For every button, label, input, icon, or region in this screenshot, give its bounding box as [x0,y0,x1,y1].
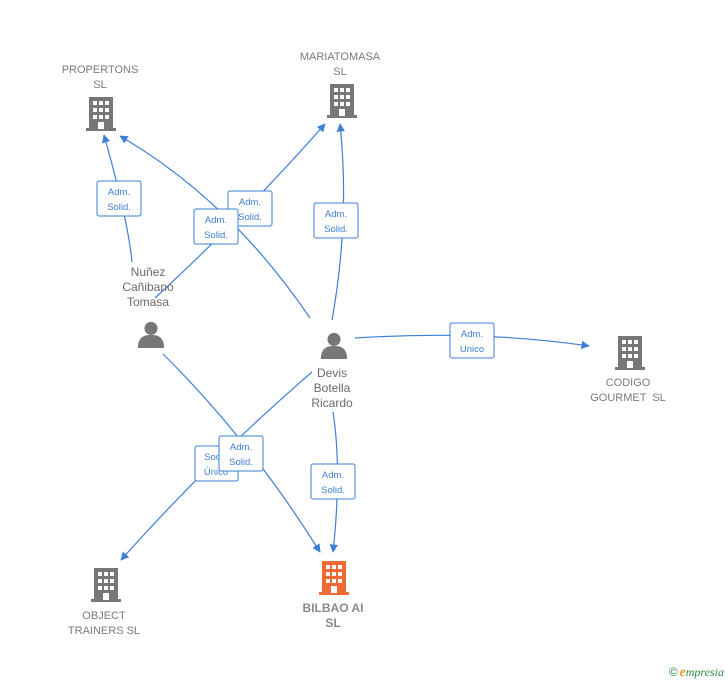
svg-text:Solid.: Solid. [107,202,131,213]
svg-text:SL: SL [93,79,106,91]
svg-text:Adm.: Adm. [108,187,130,198]
svg-text:BILBAO AI: BILBAO AI [303,601,364,615]
tag-nunez-bilbao[interactable]: Adm. Solid. [218,435,264,472]
building-icon [327,84,357,118]
company-object-trainers[interactable]: OBJECT TRAINERS SL [68,568,140,637]
company-codigo-gourmet[interactable]: CODIGO GOURMET SL [590,336,666,404]
svg-text:SL: SL [325,616,340,630]
tag-devis-bilbao[interactable]: Adm. Solid. [310,463,356,500]
person-nunez[interactable]: Nuñez Cañibano Tomasa [122,265,174,348]
person-icon [320,332,348,359]
svg-text:CODIGO: CODIGO [606,377,651,389]
svg-text:Ricardo: Ricardo [311,396,353,410]
building-icon [615,336,645,370]
person-icon [137,321,165,348]
company-bilbao-ai[interactable]: BILBAO AI SL [303,561,364,630]
svg-text:Único: Único [204,467,228,478]
svg-text:PROPERTONS: PROPERTONS [62,64,139,76]
svg-text:Adm.: Adm. [239,197,261,208]
svg-text:TRAINERS SL: TRAINERS SL [68,625,140,637]
svg-text:Solid.: Solid. [229,457,253,468]
svg-text:Adm.: Adm. [205,215,227,226]
svg-text:Adm.: Adm. [230,442,252,453]
building-icon-focus [319,561,349,595]
svg-text:Nuñez: Nuñez [131,265,166,279]
svg-text:Solid.: Solid. [324,224,348,235]
relation-tags: Adm. Solid. Adm. Solid. Adm. Solid. Adm.… [96,180,495,500]
tag-nunez-propertons[interactable]: Adm. Solid. [96,180,142,217]
person-devis[interactable]: Devis Botella Ricardo [311,332,353,410]
tag-devis-mariatomasa[interactable]: Adm. Solid. [313,202,359,239]
svg-text:Solid.: Solid. [238,212,262,223]
svg-text:Devis: Devis [317,366,347,380]
svg-text:Socio: Socio [204,452,228,463]
svg-text:Adm.: Adm. [322,470,344,481]
tag-devis-propertons[interactable]: Adm. Solid. [193,208,239,245]
svg-text:MARIATOMASA: MARIATOMASA [300,51,381,63]
building-icon [91,568,121,602]
building-icon [86,97,116,131]
tag-devis-codigo[interactable]: Adm. Unico [449,322,495,359]
svg-text:Tomasa: Tomasa [127,295,169,309]
brand-logo-initial: e [679,665,686,680]
svg-text:Unico: Unico [460,344,484,355]
svg-text:Cañibano: Cañibano [122,280,174,294]
copyright-symbol: © [668,665,678,679]
brand-name: mpresia [685,665,724,679]
svg-text:SL: SL [333,66,346,78]
svg-text:Botella: Botella [314,381,351,395]
svg-text:GOURMET SL: GOURMET SL [590,392,666,404]
svg-text:Solid.: Solid. [321,485,345,496]
company-mariatomasa[interactable]: MARIATOMASA SL [300,51,381,118]
svg-text:Solid.: Solid. [204,230,228,241]
svg-text:OBJECT: OBJECT [82,610,126,622]
company-propertons[interactable]: PROPERTONS SL [62,64,139,131]
brand-watermark: ©empresia [669,665,724,681]
svg-text:Adm.: Adm. [325,209,347,220]
svg-text:Adm.: Adm. [461,329,483,340]
